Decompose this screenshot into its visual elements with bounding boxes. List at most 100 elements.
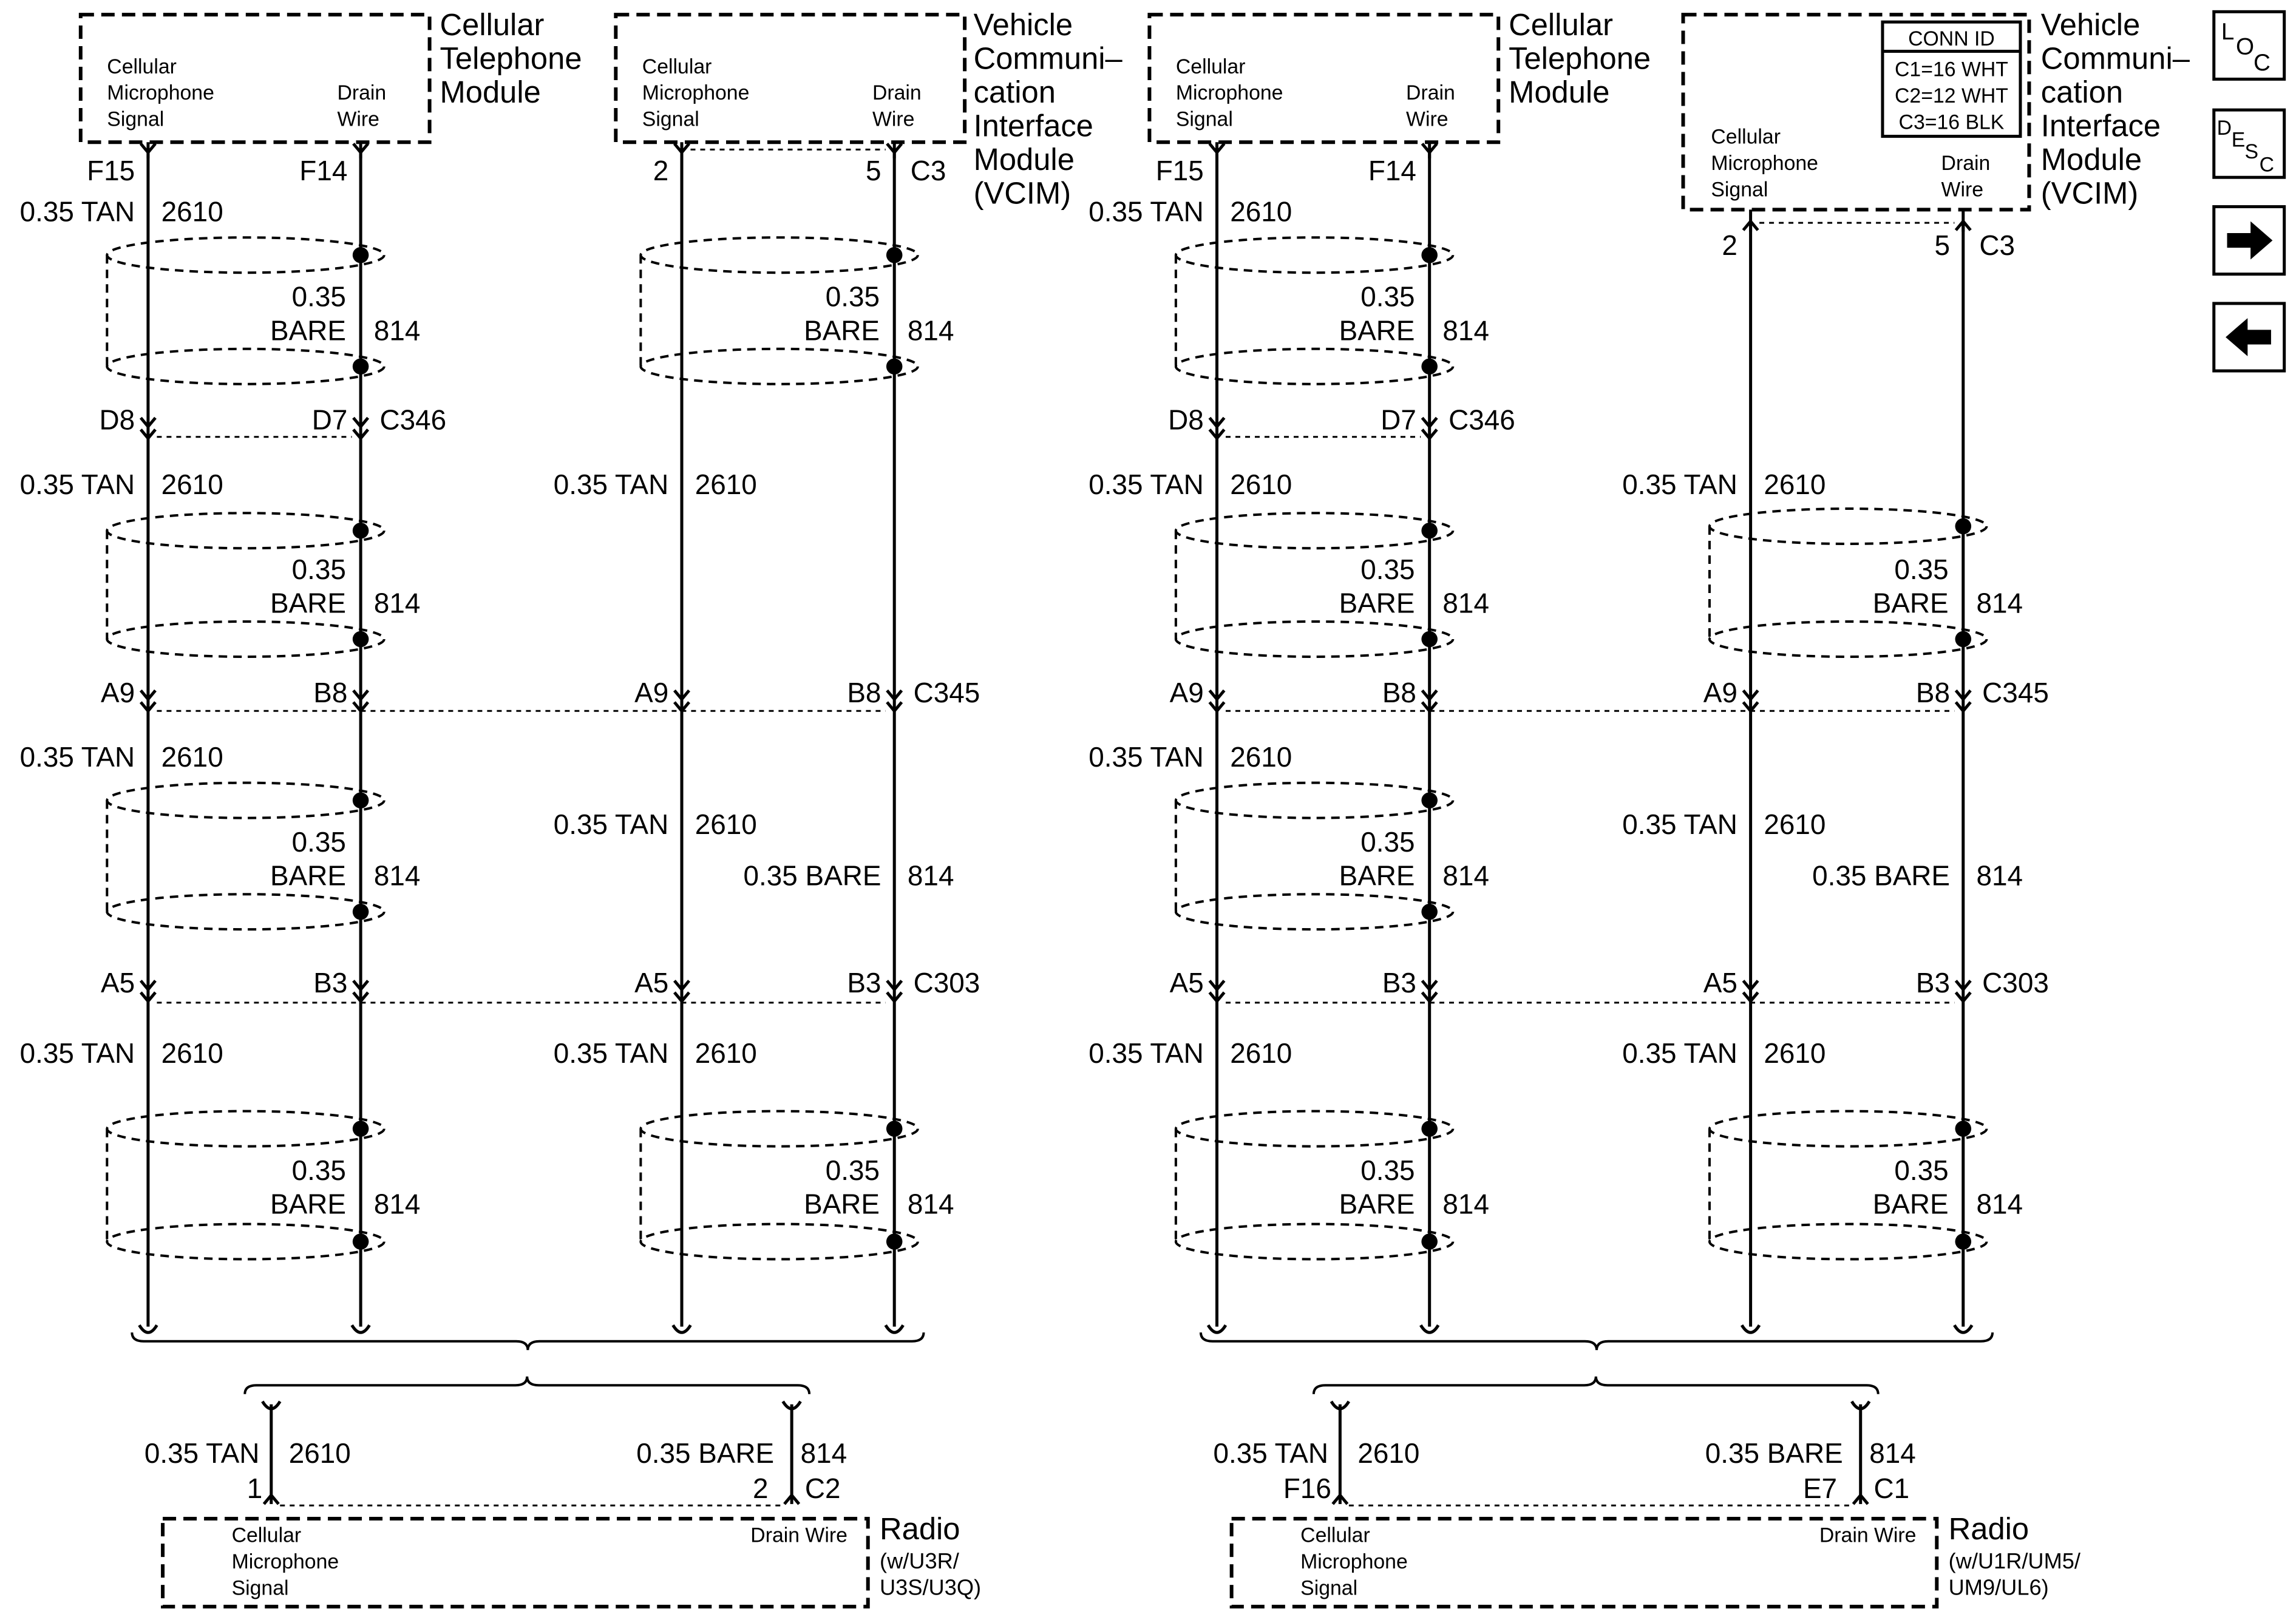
shield-splice-dot bbox=[352, 358, 369, 375]
circuit-number: 2610 bbox=[1764, 808, 1826, 840]
connector-terminal-icon bbox=[139, 980, 157, 992]
pin-number: B8 bbox=[1382, 677, 1416, 708]
circuit-number: 814 bbox=[908, 314, 954, 346]
circuit-number: 2610 bbox=[1230, 469, 1292, 500]
connector-id: C345 bbox=[914, 677, 980, 708]
wire-spec: 0.35 TAN bbox=[554, 808, 669, 840]
pin-number: A9 bbox=[1170, 677, 1204, 708]
desc-label: S bbox=[2244, 140, 2258, 163]
wire-break-icon bbox=[671, 1324, 692, 1334]
connector-terminal-icon bbox=[1954, 980, 1972, 992]
shield-splice-dot bbox=[886, 1120, 903, 1137]
wire-spec: 0.35 TAN bbox=[20, 469, 135, 500]
module-box-cellular-telephone bbox=[1147, 13, 1501, 144]
pin-number: B3 bbox=[313, 967, 347, 998]
desc-button[interactable] bbox=[2212, 108, 2286, 179]
pin-label: Signal bbox=[232, 1577, 289, 1600]
wire-spec: 0.35 TAN bbox=[20, 1037, 135, 1069]
circuit-number: 814 bbox=[908, 1188, 954, 1220]
module-name: (w/U1R/UM5/ bbox=[1949, 1548, 2081, 1573]
circuit-number: 2610 bbox=[1230, 196, 1292, 228]
pin-number: 5 bbox=[866, 155, 881, 186]
module-name: Communi– bbox=[2041, 41, 2190, 76]
connector-terminal-icon bbox=[1742, 980, 1759, 992]
circuit-number: 814 bbox=[374, 314, 421, 346]
pin-number: A5 bbox=[1703, 967, 1737, 998]
wire-break-icon bbox=[884, 1324, 905, 1334]
connector-terminal-icon bbox=[139, 416, 157, 429]
wire-break-icon bbox=[1419, 1324, 1440, 1334]
pin-label: Microphone bbox=[232, 1550, 339, 1573]
connector-terminal-icon bbox=[352, 701, 370, 714]
connector-terminal-icon bbox=[1421, 980, 1438, 992]
wire-spec: BARE bbox=[270, 860, 346, 892]
pin-label: Cellular bbox=[642, 55, 712, 78]
wire-spec: BARE bbox=[804, 314, 880, 346]
conn-id-title: CONN ID bbox=[1908, 27, 1995, 50]
pin-number: D8 bbox=[1168, 404, 1204, 436]
shield-splice-dot bbox=[1955, 518, 1972, 535]
connector-terminal-icon bbox=[783, 1493, 801, 1505]
module-box-cellular-telephone bbox=[78, 13, 432, 144]
pin-number: B3 bbox=[1382, 967, 1416, 998]
module-name: (VCIM) bbox=[2041, 176, 2139, 211]
pin-label: Cellular bbox=[1711, 126, 1781, 149]
shield-splice-dot bbox=[1421, 522, 1438, 539]
desc-label: E bbox=[2232, 129, 2246, 152]
previous-page-button[interactable] bbox=[2212, 302, 2286, 373]
module-name: UM9/UL6) bbox=[1949, 1575, 2049, 1600]
harness-brace bbox=[243, 1376, 811, 1394]
shield-splice-dot bbox=[1421, 246, 1438, 263]
pin-label: Microphone bbox=[1711, 152, 1818, 175]
wire-spec: 0.35 TAN bbox=[1213, 1437, 1328, 1469]
shield-ellipse bbox=[639, 347, 919, 385]
connector-terminal-icon bbox=[139, 701, 157, 714]
circuit-number: 814 bbox=[801, 1437, 847, 1469]
pin-number: 1 bbox=[247, 1473, 263, 1504]
connector-terminal-icon bbox=[1208, 701, 1226, 714]
module-name: Radio bbox=[880, 1511, 960, 1546]
circuit-number: 2610 bbox=[161, 469, 223, 500]
connector-terminal-icon bbox=[1421, 689, 1438, 702]
connector-terminal-icon bbox=[352, 689, 370, 702]
wire-spec: 0.35 TAN bbox=[20, 196, 135, 228]
connector-terminal-icon bbox=[886, 689, 903, 702]
shield-ellipse bbox=[1174, 893, 1455, 931]
pin-label: Drain bbox=[1406, 81, 1455, 104]
connector-terminal-icon bbox=[1208, 429, 1226, 441]
circuit-number: 814 bbox=[1442, 860, 1489, 892]
connector-id: C346 bbox=[1449, 404, 1515, 436]
module-box-radio bbox=[161, 1517, 870, 1609]
connector-id: C2 bbox=[805, 1473, 841, 1504]
shield-splice-dot bbox=[352, 631, 369, 648]
pin-label: Microphone bbox=[642, 81, 750, 104]
pin-label: Signal bbox=[1176, 108, 1233, 131]
circuit-number: 2610 bbox=[1357, 1437, 1419, 1469]
wire-spec: 0.35 bbox=[1360, 1154, 1415, 1186]
connector-terminal-icon bbox=[673, 991, 691, 1004]
shield-splice-dot bbox=[352, 522, 369, 539]
circuit-number: 814 bbox=[374, 1188, 421, 1220]
wire-spec: 0.35 BARE bbox=[1705, 1437, 1843, 1469]
module-name: U3S/U3Q) bbox=[880, 1575, 981, 1600]
pin-label: Cellular bbox=[1176, 55, 1246, 78]
loc-button[interactable] bbox=[2212, 10, 2286, 81]
wire-spec: 0.35 bbox=[1360, 826, 1415, 858]
harness-brace bbox=[1312, 1376, 1880, 1394]
wire-spec: 0.35 BARE bbox=[1812, 860, 1950, 892]
wire-spec: 0.35 TAN bbox=[1622, 1037, 1737, 1069]
module-name: (VCIM) bbox=[974, 176, 1072, 211]
shield-ellipse bbox=[1708, 1222, 1988, 1261]
wire-spec: 0.35 bbox=[1894, 554, 1948, 585]
module-box-vcim bbox=[1681, 13, 2031, 212]
circuit-number: 814 bbox=[1442, 587, 1489, 619]
circuit-number: 814 bbox=[908, 860, 954, 892]
connector-id: C346 bbox=[380, 404, 447, 436]
connector-terminal-icon bbox=[1421, 991, 1438, 1004]
next-page-button[interactable] bbox=[2212, 205, 2286, 276]
shield-splice-dot bbox=[886, 1233, 903, 1250]
connector-terminal-icon bbox=[1208, 416, 1226, 429]
circuit-number: 814 bbox=[1442, 314, 1489, 346]
module-name: Module bbox=[974, 142, 1075, 177]
